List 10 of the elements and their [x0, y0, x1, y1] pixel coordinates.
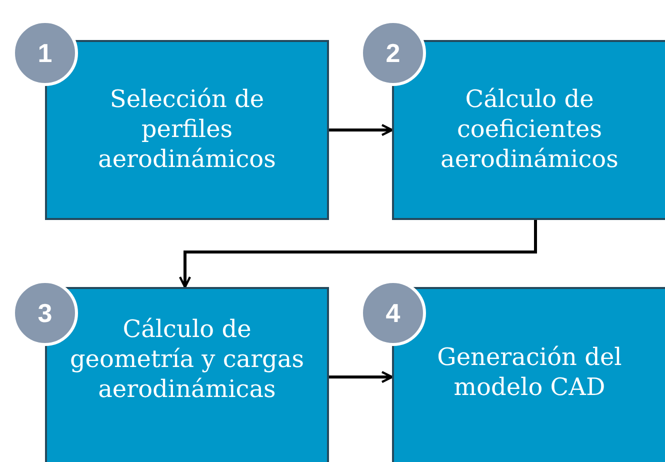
step-label: Cálculo de coeficientes aerodinámicos — [440, 84, 620, 174]
arrow — [178, 220, 537, 288]
step-number-circle: 4 — [360, 280, 426, 346]
step-number-circle: 2 — [360, 20, 426, 86]
arrow — [329, 124, 394, 136]
step-label: Selección de perfiles aerodinámicos — [97, 84, 277, 174]
arrow — [329, 370, 394, 384]
step-number-circle: 3 — [12, 280, 78, 346]
step-number-circle: 1 — [12, 20, 78, 86]
step-label: Generación del modelo CAD — [436, 342, 623, 402]
